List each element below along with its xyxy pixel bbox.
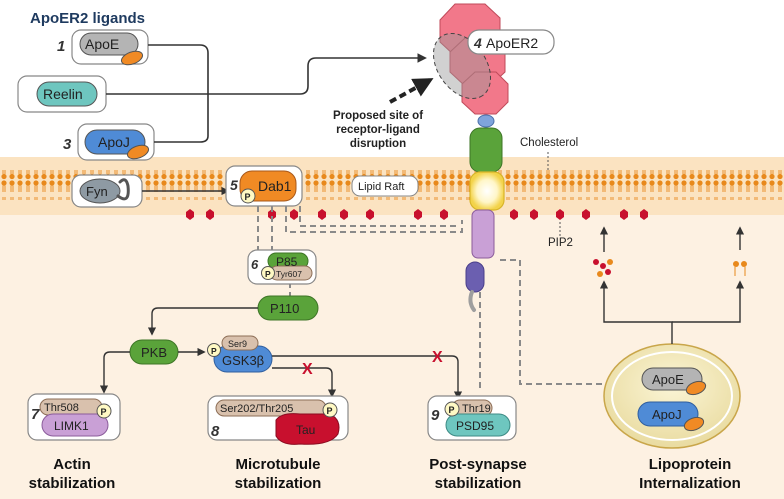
lipoprotein-vesicle: ApoE ApoJ [603,343,741,449]
internalized-lipids [593,259,747,277]
limk1-box: P 7 Thr508 LIMK1 [27,393,121,441]
outcome-actin-line-2: stabilization [29,475,116,492]
dab1-number: 5 [230,177,238,193]
tau-box: P 8 Ser202/Thr205 Tau [207,395,349,445]
ligand-label-apoe: ApoE [85,36,119,52]
limk1-site: Thr508 [44,402,79,414]
proposed-site-line-1: Proposed site of [333,110,423,122]
outcome-postsynapse-line-2: stabilization [435,475,522,492]
gsk3b-label: GSK3β [222,353,264,368]
ligand-connectors [106,44,427,143]
fyn-kinase: Fyn [71,174,143,208]
tau-number: 8 [211,423,220,440]
outcome-labels: Actin stabilization Microtubule stabiliz… [29,456,741,492]
proposed-site-line-2: receptor-ligand [336,124,420,136]
proposed-site-arrow [389,78,434,104]
outcome-lipoprotein-line-1: Lipoprotein [649,456,732,473]
lipid-raft-label: Lipid Raft [351,175,419,197]
dashed-connectors [257,206,602,392]
gsk3b-phospho: P [211,346,217,356]
inhibit-mark-psd95: X [432,349,443,366]
pkb-label: PKB [141,345,167,360]
gsk3b-to-tau-arrow [272,367,337,398]
p85-label: P85 [276,255,298,269]
psd95-site: Thr19 [462,403,491,415]
outcome-actin-line-1: Actin [53,456,91,473]
outcome-microtubule-line-1: Microtubule [236,456,321,473]
vesicle-apoe-label: ApoE [652,372,684,387]
internalization-arrows [599,226,745,344]
limk1-number: 7 [31,406,40,423]
limk1-phospho: P [101,407,107,417]
psd95-number: 9 [431,407,440,424]
pkb-kinase: PKB [129,339,179,365]
gsk3b-kinase: P Ser9 GSK3β [207,335,273,373]
dab1-adaptor: P 5 Dab1 [225,165,303,207]
outcome-postsynapse-line-1: Post-synapse [429,456,527,473]
gsk3b-to-psd95-arrow [272,355,463,400]
vesicle-apoj-label: ApoJ [652,407,682,422]
pip2-molecules [186,209,648,220]
proposed-site-line-3: disruption [350,138,406,150]
outcome-lipoprotein-line-2: Internalization [639,475,741,492]
p110-to-pkb-arrow [147,307,258,336]
outcome-microtubule-line-2: stabilization [235,475,322,492]
proposed-site-caption: Proposed site of receptor-ligand disrupt… [333,110,423,150]
gsk3b-site: Ser9 [228,339,247,349]
tau-site: Ser202/Thr205 [220,403,293,415]
psd95-box: P 9 Thr19 PSD95 [427,395,517,441]
p85-phospho: P [265,269,271,279]
ligand-label-reelin: Reelin [43,86,83,102]
ligand-reelin: 2 Reelin [17,75,107,113]
ligand-number-1: 1 [57,38,65,55]
pip2-label: PIP2 [548,237,573,249]
apoer2-label: 4 ApoER2 [467,29,555,55]
tau-label: Tau [296,423,315,437]
cholesterol-label: Cholesterol [520,137,578,149]
p85-site: Tyr607 [276,269,302,279]
inhibit-mark-tau: X [302,361,313,378]
receptor-label: ApoER2 [486,35,538,51]
ligand-apoe: 1 ApoE [57,29,149,66]
ligands-title: ApoER2 ligands [30,10,145,27]
p85-number: 6 [251,257,259,272]
lipid-raft-text: Lipid Raft [358,181,404,193]
pkb-to-limk1-arrow [99,351,130,394]
limk1-label: LIMK1 [54,419,89,433]
ligand-apoj: 3 ApoJ [63,123,155,161]
ligand-number-3: 3 [63,136,72,153]
fyn-label: Fyn [86,184,108,199]
receptor-number: 4 [473,35,482,51]
dab1-label: Dab1 [258,178,292,194]
p110-label: P110 [270,301,299,316]
psd95-phospho: P [449,405,455,415]
ligand-label-apoj: ApoJ [98,134,130,150]
dab1-phospho: P [245,192,251,202]
tau-phospho: P [327,406,333,416]
p110-subunit: P110 [257,295,319,321]
p85-subunit: P 6 P85 Tyr607 [247,249,317,285]
psd95-label: PSD95 [456,419,494,433]
